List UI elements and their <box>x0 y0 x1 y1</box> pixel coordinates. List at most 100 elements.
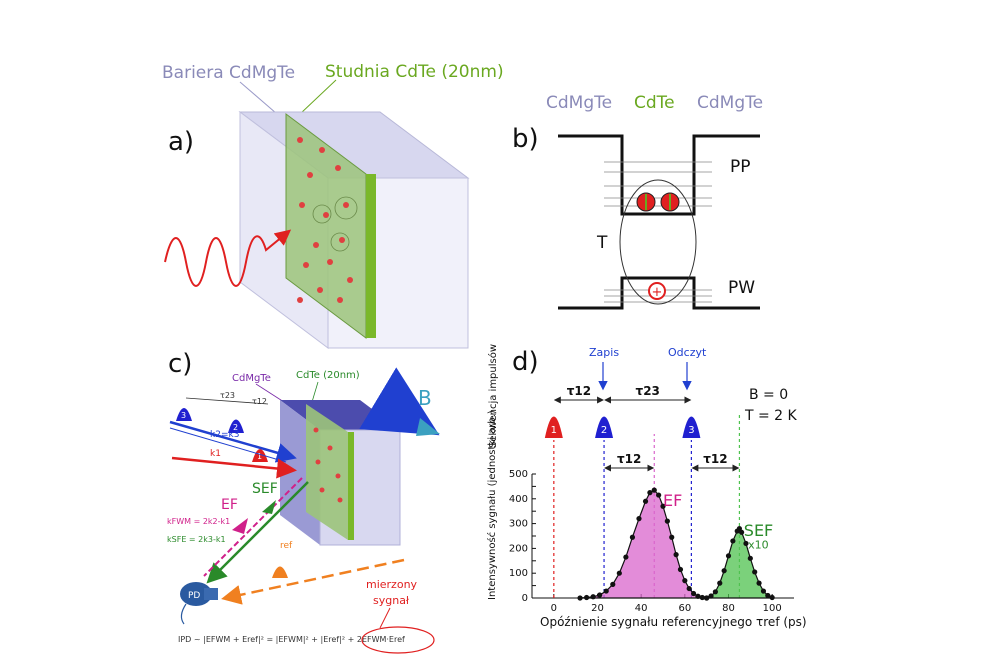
point-sef <box>752 569 758 575</box>
point-sef <box>704 595 710 601</box>
ref-pulse <box>272 566 288 578</box>
point-sef <box>769 594 775 601</box>
tau-bracket-line <box>185 397 269 405</box>
barrier-label: Bariera CdMgTe <box>162 63 295 83</box>
formula-highlight-ring <box>361 626 435 654</box>
panel-c-letter: c) <box>168 349 192 379</box>
hole-sign: + <box>652 285 663 300</box>
kfwm-label: kFWM = 2k2-k1 <box>167 517 230 526</box>
x-axis-label: Opóźnienie sygnału referencyjnego τref (… <box>540 615 807 629</box>
pulse-1 <box>544 416 563 438</box>
point-ef <box>577 595 583 601</box>
point-sef <box>708 593 714 599</box>
hole <box>648 282 666 300</box>
well-leader <box>299 79 337 115</box>
point-sef <box>739 529 745 535</box>
point-ef <box>616 570 622 576</box>
point-ef <box>636 516 642 522</box>
zapis-label: Zapis <box>589 346 619 359</box>
ref-label: ref <box>280 541 293 551</box>
well-edge-c <box>348 432 354 540</box>
tau12-c: τ12 <box>252 397 267 406</box>
well-label-c: CdTe (20nm) <box>296 370 360 381</box>
t-label: T <box>596 233 608 253</box>
pp-label: PP <box>730 157 751 177</box>
point-sef <box>765 592 771 599</box>
x-tick-label: 60 <box>678 603 691 614</box>
b-field-head <box>416 418 440 436</box>
formula: IPD ~ |EFWM + Eref|² = |EFWM|² + |Eref|²… <box>178 635 405 644</box>
point-ef <box>673 552 679 558</box>
y-tick-label: 100 <box>509 568 528 579</box>
pd-cable <box>180 603 187 625</box>
k1-label: k1 <box>210 449 221 459</box>
y-tick-label: 0 <box>522 593 528 604</box>
pulse-2 <box>595 416 614 438</box>
point-sef <box>712 589 719 595</box>
beam-ef <box>203 477 303 577</box>
pd-label: PD <box>188 591 200 601</box>
measured-leader <box>379 607 391 629</box>
beam-k1 <box>171 456 297 479</box>
barrier-right-label: CdMgTe <box>697 93 763 113</box>
barrier-label-c: CdMgTe <box>232 373 271 384</box>
point-ef <box>610 581 616 587</box>
point-ef <box>629 534 636 540</box>
point-ef <box>695 593 701 599</box>
tau12-top-label: τ12 <box>567 384 591 398</box>
ef-peak-label: EF <box>663 491 682 510</box>
exciton-dots <box>297 137 353 303</box>
sef-pulse <box>262 500 276 514</box>
point-sef <box>747 555 753 561</box>
point-ef <box>660 503 666 509</box>
point-ef <box>669 534 675 540</box>
point-sef <box>725 553 732 559</box>
well-label: Studnia CdTe (20nm) <box>325 62 504 82</box>
y-axis-label: Intensywność sygnału (jednostki arb.) <box>486 410 498 600</box>
point-ef <box>603 588 609 594</box>
panel-c: c) CdMgTe CdTe (20nm) B τ23 τ12 3 2 1 k2 <box>167 349 440 654</box>
point-ef <box>651 487 657 493</box>
beam-sef <box>206 481 309 584</box>
b-field-arrow <box>359 367 440 436</box>
sef-label-c: SEF <box>252 481 278 497</box>
panel-b: b) CdMgTe CdTe CdMgTe + PP PW T <box>512 93 763 310</box>
pulse-2-c <box>228 419 244 433</box>
tau12-ef-label: τ12 <box>617 452 641 466</box>
point-sef <box>730 538 736 544</box>
y-tick-label: 400 <box>509 494 528 505</box>
y-tick-label: 300 <box>509 519 528 530</box>
b0-label: B = 0 <box>749 387 788 403</box>
x-tick-label: 100 <box>763 603 782 614</box>
point-sef <box>721 568 727 574</box>
pulse-3-num: 3 <box>688 425 694 436</box>
point-sef <box>760 588 767 594</box>
t2k-label: T = 2 K <box>744 408 798 424</box>
point-ef <box>597 592 603 598</box>
point-ef <box>664 518 670 524</box>
well-edge <box>366 174 376 338</box>
point-ef <box>690 590 697 597</box>
dots-c <box>313 427 343 503</box>
exciton-circles <box>312 196 358 252</box>
pulse-1-c-num: 1 <box>257 452 262 461</box>
pulse-2-num: 2 <box>601 425 607 436</box>
point-ef <box>699 594 705 601</box>
x-tick-label: 40 <box>635 603 648 614</box>
point-sef <box>756 580 762 586</box>
y-tick-label: 200 <box>509 543 528 554</box>
point-ef <box>583 594 590 601</box>
point-ef <box>647 490 653 496</box>
k2k3-label: k2=k3 <box>210 430 239 440</box>
point-sef <box>743 540 749 547</box>
x-tick-label: 20 <box>591 603 604 614</box>
tau12-sef-label: τ12 <box>703 452 727 466</box>
panel-d: d) Zapis Odczyt B = 0 T = 2 K Sekwencja … <box>486 344 807 629</box>
measured-line1: mierzony <box>366 578 418 591</box>
pulse-3-c <box>176 408 192 421</box>
pulse-3 <box>682 416 701 438</box>
pw-label: PW <box>728 278 755 298</box>
point-ef <box>656 492 662 498</box>
seq-label: Sekwencja impulsów <box>487 344 499 448</box>
